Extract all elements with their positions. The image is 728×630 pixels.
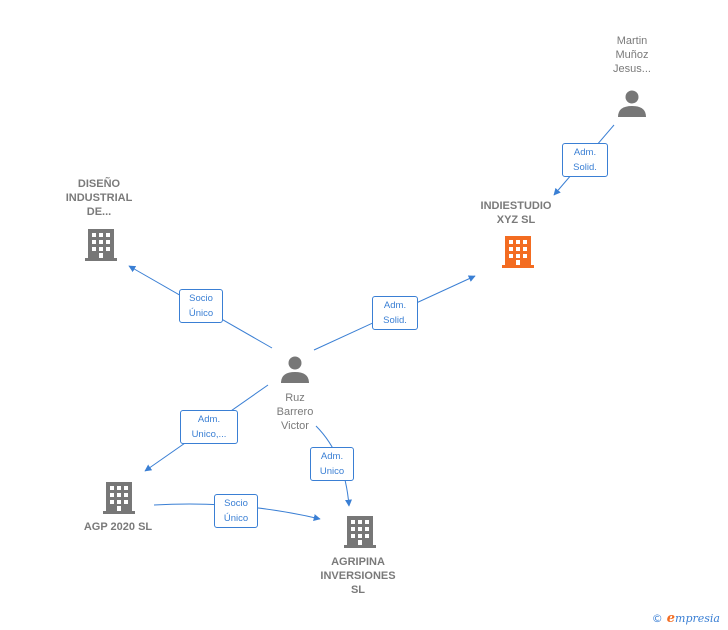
person-icon-ruz[interactable] bbox=[281, 356, 309, 384]
node-label-ruz[interactable]: Ruz Barrero Victor bbox=[276, 392, 314, 432]
node-label-agripina[interactable]: AGRIPINA INVERSIONES SL bbox=[320, 556, 396, 596]
edge-label-agp-agripina: Socio Único bbox=[214, 494, 258, 528]
node-label-indiestudio[interactable]: INDIESTUDIO XYZ SL bbox=[480, 200, 552, 226]
edge-label-ruz-diseno: Socio Único bbox=[179, 289, 223, 323]
brand-name: mpresia bbox=[675, 612, 720, 625]
node-label-diseno[interactable]: DISEÑO INDUSTRIAL DE... bbox=[65, 178, 133, 218]
building-icon-agripina[interactable] bbox=[344, 516, 376, 548]
person-icon-martin[interactable] bbox=[618, 90, 646, 118]
building-icon-indiestudio[interactable] bbox=[502, 236, 534, 268]
edge-label-ruz-indiestudio: Adm. Solid. bbox=[372, 296, 418, 330]
edge-label-martin-indiestudio: Adm. Solid. bbox=[562, 143, 608, 177]
node-label-martin[interactable]: Martin Muñoz Jesus... bbox=[613, 35, 651, 75]
edge-label-ruz-agripina: Adm. Unico bbox=[310, 447, 354, 481]
brand-initial: e bbox=[666, 611, 676, 626]
copyright-symbol: © bbox=[651, 612, 663, 625]
empresia-watermark: ©empresia bbox=[652, 611, 720, 626]
building-icon-diseno[interactable] bbox=[85, 229, 117, 261]
edge-label-ruz-agp: Adm. Unico,... bbox=[180, 410, 238, 444]
building-icon-agp[interactable] bbox=[103, 482, 135, 514]
node-label-agp[interactable]: AGP 2020 SL bbox=[83, 521, 153, 533]
